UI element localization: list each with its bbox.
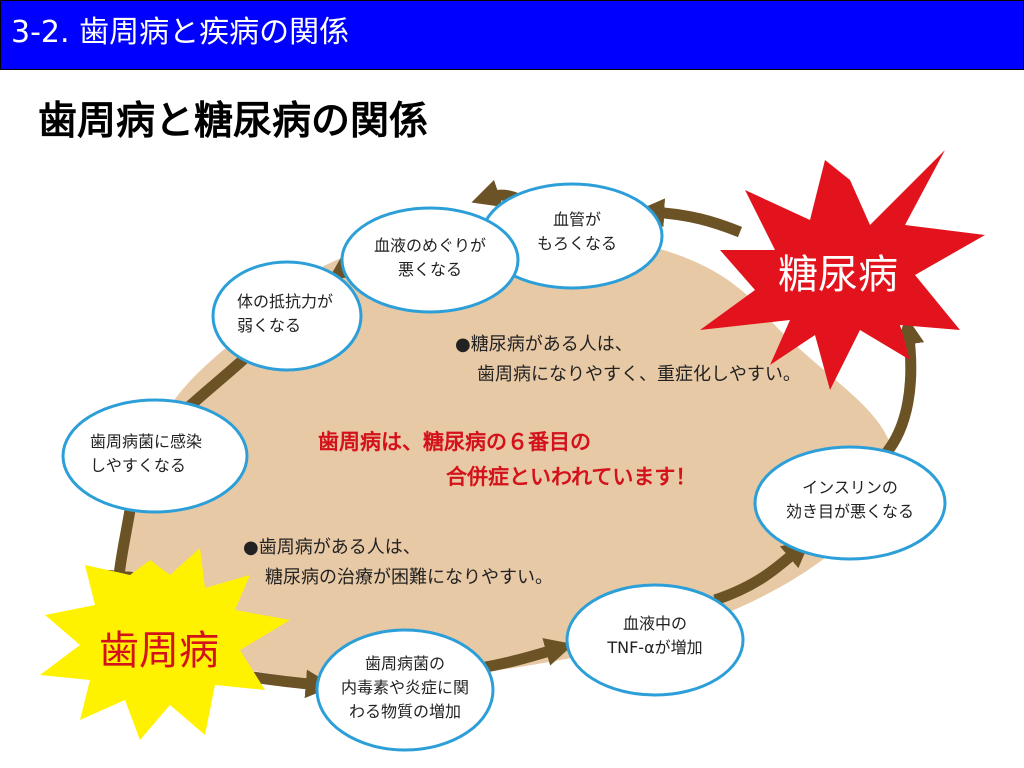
bubble-line: インスリンの bbox=[802, 478, 898, 497]
periodontal-note: ●歯周病がある人は、 糖尿病の治療が困難になりやすい。 bbox=[243, 533, 553, 593]
bubble-line: わる物質の増加 bbox=[348, 702, 461, 721]
diabetes-note: ●糖尿病がある人は、 歯周病になりやすく、重症化しやすい。 bbox=[455, 330, 801, 390]
bubble-line: しやすくなる bbox=[90, 456, 186, 475]
bubble-insulin-text: インスリンの 効き目が悪くなる bbox=[775, 476, 925, 524]
bubble-infection-text: 歯周病菌に感染 しやすくなる bbox=[90, 430, 230, 478]
bubble-resistance bbox=[211, 260, 363, 372]
bubble-insulin bbox=[753, 445, 947, 561]
note-line: 合併症といわれています！ bbox=[446, 465, 697, 489]
bubble-line: TNF-αが増加 bbox=[607, 638, 703, 657]
diabetes-burst bbox=[700, 150, 985, 390]
bubble-toxin-text: 歯周病菌の 内毒素や炎症に関 わる物質の増加 bbox=[335, 652, 475, 724]
bubble-blood-vessel-text: 血管が もろくなる bbox=[522, 208, 632, 256]
bubble-circulation bbox=[340, 206, 520, 314]
header-bar: 3-2. 歯周病と疾病の関係 bbox=[0, 0, 1024, 70]
bubble-infection bbox=[61, 398, 249, 514]
bubble-line: もろくなる bbox=[536, 234, 617, 253]
note-line: 歯周病は、糖尿病の６番目の bbox=[318, 430, 591, 454]
periodontal-burst bbox=[40, 548, 290, 740]
arrow-tnf-to-insulin bbox=[713, 538, 811, 606]
note-line: 歯周病になりやすく、重症化しやすい。 bbox=[477, 364, 801, 385]
bubble-tnf-text: 血液中の TNF-αが増加 bbox=[595, 612, 715, 660]
arrow-diabetes-to-vessel bbox=[635, 198, 743, 238]
bubble-line: 悪くなる bbox=[397, 260, 462, 279]
periodontal-burst-label: 歯周病 bbox=[99, 628, 219, 674]
bubble-line: 内毒素や炎症に関 bbox=[340, 678, 469, 697]
bubble-resistance-text: 体の抵抗力が 弱くなる bbox=[237, 290, 347, 338]
diabetes-burst-label: 糖尿病 bbox=[778, 252, 898, 298]
note-line: ●糖尿病がある人は、 bbox=[455, 334, 633, 355]
bubble-line: 体の抵抗力が bbox=[237, 292, 334, 311]
bubble-toxin bbox=[315, 628, 495, 752]
bubble-line: 血液中の bbox=[622, 614, 687, 633]
header-title: 3-2. 歯周病と疾病の関係 bbox=[11, 15, 350, 50]
complication-note: 歯周病は、糖尿病の６番目の 合併症といわれています！ bbox=[318, 425, 696, 495]
arrow-toxin-to-tnf bbox=[479, 638, 574, 674]
slide-title: 歯周病と糖尿病の関係 bbox=[38, 99, 429, 144]
note-line: ●歯周病がある人は、 bbox=[243, 537, 421, 558]
bubble-line: 歯周病菌の bbox=[364, 654, 445, 673]
bubble-line: 効き目が悪くなる bbox=[785, 502, 914, 521]
bubble-line: 歯周病菌に感染 bbox=[90, 432, 203, 451]
bubble-tnf bbox=[565, 583, 745, 697]
bubble-line: 血液のめぐりが bbox=[373, 236, 486, 255]
bubble-circulation-text: 血液のめぐりが 悪くなる bbox=[365, 234, 495, 282]
bubble-line: 血管が bbox=[552, 210, 601, 229]
note-line: 糖尿病の治療が困難になりやすい。 bbox=[265, 567, 553, 588]
bubble-line: 弱くなる bbox=[237, 316, 302, 335]
arrow-insulin-to-diabetes bbox=[875, 315, 925, 464]
